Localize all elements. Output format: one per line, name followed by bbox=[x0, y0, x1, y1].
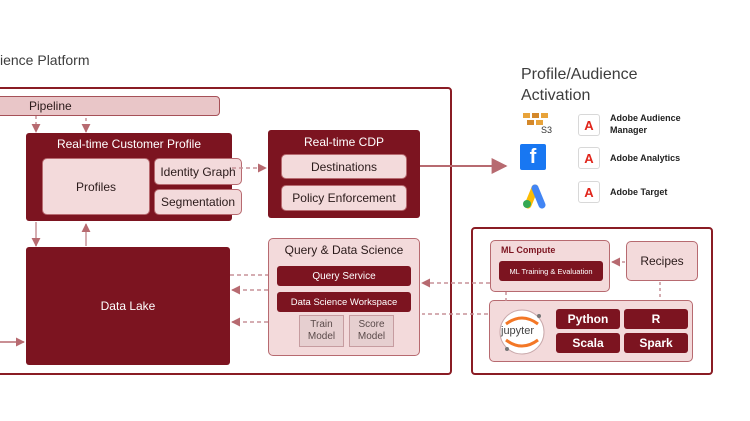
rtcp-title: Real-time Customer Profile bbox=[56, 137, 202, 151]
r-box[interactable]: R bbox=[624, 309, 688, 329]
dsw-box[interactable]: Data Science Workspace bbox=[277, 292, 411, 312]
adobe-aam-line2: Manager bbox=[610, 125, 648, 135]
facebook-icon: f bbox=[520, 144, 546, 170]
query-service-box[interactable]: Query Service bbox=[277, 266, 411, 286]
jupyter-box[interactable]: jupyter Python R Scala Spark bbox=[489, 300, 693, 362]
aws-s3-icon: S3 bbox=[521, 112, 553, 136]
scala-box[interactable]: Scala bbox=[556, 333, 620, 353]
activation-title: Profile/Audience Activation bbox=[521, 64, 638, 106]
score-model-box[interactable]: Score Model bbox=[349, 315, 394, 347]
cdp-title: Real-time CDP bbox=[303, 135, 384, 149]
qds-title: Query & Data Science bbox=[284, 243, 404, 257]
profiles-box[interactable]: Profiles bbox=[42, 158, 150, 215]
jupyter-icon: jupyter bbox=[497, 307, 547, 357]
adobe-target-label: Adobe Target bbox=[610, 187, 668, 197]
cdp-box[interactable]: Real-time CDP Destinations Policy Enforc… bbox=[268, 130, 420, 218]
adobe-analytics-label: Adobe Analytics bbox=[610, 153, 681, 163]
ml-compute-title: ML Compute bbox=[501, 245, 556, 255]
activation-title-line2: Activation bbox=[521, 87, 591, 104]
segmentation-box[interactable]: Segmentation bbox=[154, 189, 242, 215]
identity-graph-box[interactable]: Identity Graph bbox=[154, 158, 242, 185]
rtcp-box[interactable]: Real-time Customer Profile Profiles Iden… bbox=[26, 133, 242, 221]
data-lake-label: Data Lake bbox=[100, 299, 156, 313]
adobe-target-icon: A bbox=[578, 181, 600, 203]
google-ads-icon bbox=[520, 183, 550, 209]
data-lake-box[interactable]: Data Lake bbox=[26, 247, 230, 365]
spark-box[interactable]: Spark bbox=[624, 333, 688, 353]
recipes-box[interactable]: Recipes bbox=[626, 241, 698, 281]
adobe-analytics-icon: A bbox=[578, 147, 600, 169]
s3-label: S3 bbox=[541, 125, 553, 135]
ml-compute-box[interactable]: ML Compute ML Training & Evaluation bbox=[490, 240, 610, 292]
adobe-aam-line1: Adobe Audience bbox=[610, 113, 681, 123]
train-model-box[interactable]: Train Model bbox=[299, 315, 344, 347]
jupyter-label: jupyter bbox=[501, 325, 535, 337]
ml-training-box[interactable]: ML Training & Evaluation bbox=[499, 261, 603, 281]
adobe-audience-manager-label: Adobe Audience Manager bbox=[610, 112, 681, 136]
adobe-audience-manager-icon: A bbox=[578, 114, 600, 136]
destinations-box[interactable]: Destinations bbox=[281, 154, 407, 179]
policy-enforcement-box[interactable]: Policy Enforcement bbox=[281, 185, 407, 211]
platform-title: ience Platform bbox=[0, 52, 90, 68]
python-box[interactable]: Python bbox=[556, 309, 620, 329]
pipeline-bar[interactable]: Pipeline bbox=[0, 96, 220, 116]
qds-box[interactable]: Query & Data Science Query Service Data … bbox=[268, 238, 420, 356]
pipeline-label: Pipeline bbox=[29, 99, 72, 113]
activation-title-line1: Profile/Audience bbox=[521, 66, 638, 83]
